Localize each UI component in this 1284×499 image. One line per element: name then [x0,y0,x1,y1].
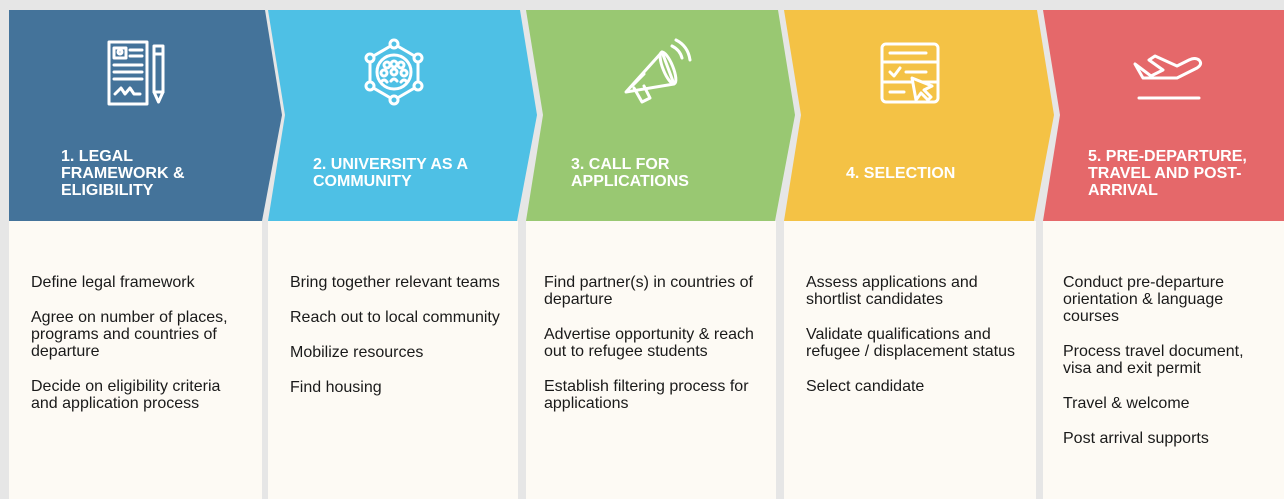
stage-2-header: 2. UNIVERSITY AS A COMMUNITY [268,10,520,221]
stage-4-header: 4. SELECTION [784,10,1037,221]
stage-5-title: 5. PRE-DEPARTURE, TRAVEL AND POST-ARRIVA… [1088,147,1247,199]
stage-3-header: 3. CALL FOR APPLICATIONS [526,10,778,221]
step-item: Mobilize resources [290,344,424,361]
megaphone-icon [612,38,692,108]
stage-5-header: 5. PRE-DEPARTURE, TRAVEL AND POST-ARRIVA… [1043,10,1284,221]
stage-3-steps: Find partner(s) in countries of departur… [544,274,764,430]
stage-2-card: Bring together relevant teams Reach out … [268,221,518,499]
step-item: Travel & welcome [1063,395,1190,412]
stage-4-steps: Assess applications and shortlist candid… [806,274,1021,413]
step-item: Process travel document, visa and exit p… [1063,343,1244,377]
step-item: Find partner(s) in countries of departur… [544,274,753,308]
step-item: Validate qualifications and refugee / di… [806,326,1016,360]
legal-document-pen-icon [99,38,179,108]
stage-1-title: 1. LEGAL FRAMEWORK & ELIGIBILITY [61,147,185,199]
step-item: Select candidate [806,378,925,395]
stage-1-header: 1. LEGAL FRAMEWORK & ELIGIBILITY [9,10,265,221]
airplane-takeoff-icon [1129,38,1209,108]
stage-2-steps: Bring together relevant teams Reach out … [290,274,500,414]
stage-4-card: Assess applications and shortlist candid… [784,221,1036,499]
stage-4-header-shape [784,10,1054,221]
step-item: Post arrival supports [1063,430,1209,447]
stage-4-title: 4. SELECTION [846,164,956,182]
stage-5-card: Conduct pre-departure orientation & lang… [1043,221,1284,499]
step-item: Define legal framework [31,274,195,291]
stage-1-card: Define legal framework Agree on number o… [9,221,262,499]
stage-2-header-shape [268,10,537,221]
step-item: Conduct pre-departure orientation & lang… [1063,274,1224,325]
process-chevron-band [9,10,1284,221]
step-item: Find housing [290,379,382,396]
step-item: Decide on eligibility criteria and appli… [31,378,221,412]
step-item: Assess applications and shortlist candid… [806,274,978,308]
stage-3-title: 3. CALL FOR APPLICATIONS [571,156,689,190]
stage-2-title: 2. UNIVERSITY AS A COMMUNITY [313,156,468,190]
stage-3-header-shape [526,10,795,221]
stage-5-steps: Conduct pre-departure orientation & lang… [1063,274,1275,465]
step-item: Reach out to local community [290,309,500,326]
stage-3-card: Find partner(s) in countries of departur… [526,221,776,499]
step-item: Establish filtering process for applicat… [544,378,749,412]
stage-5-header-shape [1043,10,1284,221]
community-network-icon [354,38,434,108]
step-item: Bring together relevant teams [290,274,500,291]
checklist-cursor-icon [870,38,950,108]
stage-1-steps: Define legal framework Agree on number o… [31,274,241,430]
step-item: Advertise opportunity & reach out to ref… [544,326,754,360]
stage-1-header-shape [9,10,282,221]
step-item: Agree on number of places, programs and … [31,309,228,360]
